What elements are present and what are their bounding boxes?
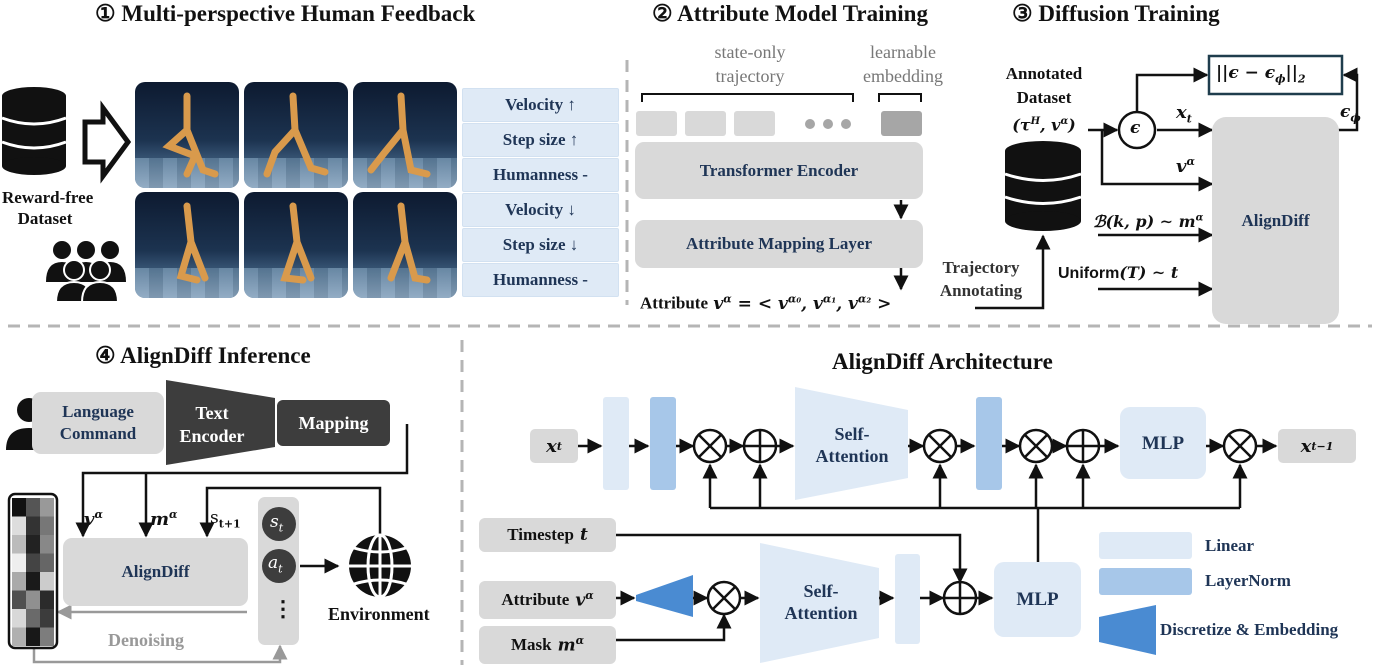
arch-blocks <box>603 387 1206 663</box>
strip-cell <box>26 553 40 572</box>
self-attention-bottom-label: Self-Attention <box>784 581 858 623</box>
strip-cell <box>12 572 26 591</box>
more-dots: ⋮ <box>272 596 294 622</box>
strip-cell <box>40 609 54 628</box>
denoising-arrows <box>32 604 288 664</box>
annotated-database-icon <box>1004 141 1082 231</box>
transformer-encoder-box: Transformer Encoder <box>635 142 923 199</box>
title-attribute-model: ② Attribute Model Training <box>652 1 928 26</box>
v-alpha-input: vα <box>84 508 103 530</box>
epsilon-phi-symbol: ϵϕ <box>1340 102 1361 125</box>
arch-arrows <box>578 438 1278 642</box>
epsilon-symbol: ϵ <box>1130 118 1141 138</box>
strip-cell <box>12 609 26 628</box>
aligndiff-inference-box: AlignDiff <box>63 538 248 606</box>
attribute-humanness-1: Humanness - <box>462 158 619 192</box>
title-feedback: ① Multi-perspective Human Feedback <box>95 1 476 26</box>
legend-discretize-label: Discretize & Embedding <box>1160 620 1339 639</box>
environment-label: Environment <box>328 604 430 624</box>
strip-cell <box>26 516 40 535</box>
attribute-equation: Attribute vα = < vα₀, vα₁, vα₂ > <box>640 292 892 314</box>
action-symbol: at <box>268 553 283 576</box>
aligndiff-training-box: AlignDiff <box>1212 117 1339 324</box>
title-architecture: AlignDiff Architecture <box>832 349 1053 374</box>
legend-linear-label: Linear <box>1205 536 1255 555</box>
walker-figures <box>162 92 431 284</box>
strip-cell <box>26 572 40 591</box>
people-group-icon <box>46 241 126 303</box>
trajectory-strip <box>7 492 59 650</box>
token-row <box>636 111 922 136</box>
globe-icon <box>349 533 411 599</box>
strip-cell <box>26 609 40 628</box>
strip-cell <box>12 590 26 609</box>
strip-cell <box>12 516 26 535</box>
database-icon <box>1 87 67 175</box>
denoising-label: Denoising <box>108 630 185 650</box>
strip-cell <box>26 535 40 554</box>
legend-swatches <box>1099 532 1192 655</box>
diffusion-training-arrows <box>975 67 1359 310</box>
mask-distribution: ℬ(k, p) ∼ mα <box>1093 212 1204 231</box>
strip-cell <box>40 498 54 517</box>
strip-cell <box>40 590 54 609</box>
noise-node <box>1117 110 1157 150</box>
attribute-stepsize-up: Step size ↑ <box>462 123 619 157</box>
mlp-bottom-label: MLP <box>1016 589 1059 610</box>
title-inference: ④ AlignDiff Inference <box>95 343 311 368</box>
strip-cell <box>26 590 40 609</box>
attribute-velocity-up: Velocity ↑ <box>462 88 619 122</box>
strip-cell <box>40 535 54 554</box>
loss-formula: ||ϵ − ϵϕ||2 <box>1216 63 1306 86</box>
attribute-velocity-down: Velocity ↓ <box>462 193 619 227</box>
next-state-input: st+1 <box>210 508 241 531</box>
uniform-distribution: Uniform(T) ∼ t <box>1058 263 1179 282</box>
right-arrow-icon <box>82 100 132 184</box>
strip-cell <box>12 553 26 572</box>
loss-box <box>1207 54 1344 96</box>
strip-cell <box>12 627 26 646</box>
title-diffusion-training: ③ Diffusion Training <box>1012 1 1220 26</box>
strip-cell <box>26 498 40 517</box>
state-symbol: st <box>270 512 284 535</box>
operator-nodes <box>692 428 1258 616</box>
attribute-mapping-box: Attribute Mapping Layer <box>635 220 923 268</box>
strip-cell <box>40 516 54 535</box>
text-encoder-block <box>166 380 275 465</box>
attribute-stepsize-down: Step size ↓ <box>462 228 619 262</box>
section-dividers <box>8 60 1372 665</box>
m-alpha-input: mα <box>150 508 178 530</box>
strip-cell <box>40 627 54 646</box>
self-attention-top-label: Self-Attention <box>815 424 889 466</box>
inference-arrows <box>75 424 409 574</box>
mlp-top-label: MLP <box>1141 433 1185 454</box>
walker-frame-6 <box>353 192 457 298</box>
state-action-nodes <box>262 507 296 583</box>
strip-cell <box>12 535 26 554</box>
mapping-box: Mapping <box>277 400 390 446</box>
state-brace <box>641 93 922 102</box>
attribute-humanness-2: Humanness - <box>462 263 619 297</box>
xt-symbol: xt <box>1176 102 1192 126</box>
strip-cell <box>40 572 54 591</box>
v-alpha-symbol: vα <box>1176 155 1195 177</box>
strip-cell <box>12 498 26 517</box>
legend-layernorm-label: LayerNorm <box>1205 571 1291 590</box>
strip-cell <box>40 553 54 572</box>
strip-cell <box>26 627 40 646</box>
